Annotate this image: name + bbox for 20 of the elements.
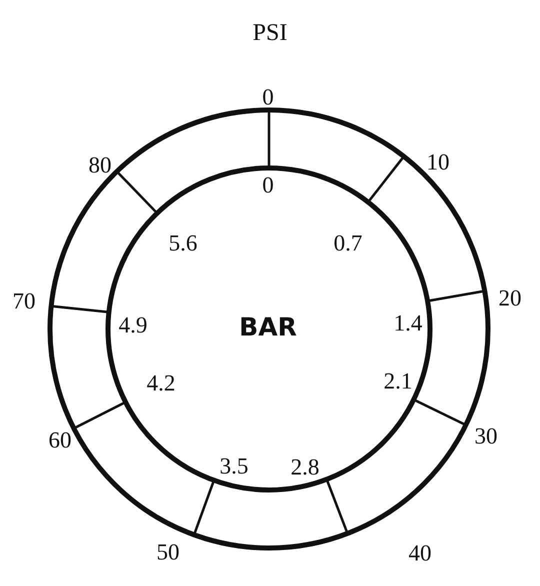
inner-scale-value: 0 [262, 174, 274, 196]
inner-scale-value: 2.8 [290, 456, 320, 478]
inner-scale-value: 3.5 [220, 454, 248, 478]
outer-scale-value: 70 [12, 290, 36, 312]
outer-scale-value: 30 [474, 424, 498, 448]
unit-label: BAR [239, 314, 297, 340]
inner-scale-value: 5.6 [168, 232, 198, 254]
outer-scale-value: 80 [88, 154, 112, 176]
outer-scale-value: 60 [48, 428, 72, 452]
inner-scale-value: 2.1 [384, 370, 412, 392]
outer-scale-value: 10 [426, 150, 450, 174]
outer-scale-value: 20 [498, 286, 522, 310]
outer-scale-value: 40 [408, 542, 432, 564]
inner-scale-value: 1.4 [394, 312, 422, 334]
inner-scale-value: 4.2 [146, 372, 176, 394]
outer-scale-value: 0 [262, 86, 274, 108]
inner-scale-value: 0.7 [334, 232, 362, 254]
outer-scale-value: 50 [156, 540, 180, 564]
title: PSI [252, 20, 288, 47]
inner-scale-value: 4.9 [118, 314, 148, 336]
